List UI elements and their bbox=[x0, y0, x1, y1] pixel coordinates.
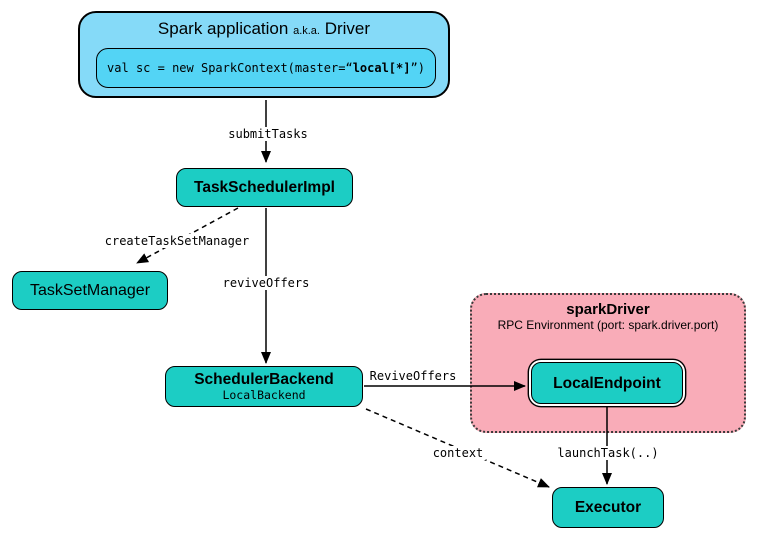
edge-label-launchtask: launchTask(..) bbox=[555, 446, 661, 460]
taskschedulerimpl-label: TaskSchedulerImpl bbox=[194, 179, 335, 196]
code-pre: val sc = new SparkContext(master=“ bbox=[107, 61, 353, 75]
sparkcontext-code-box: val sc = new SparkContext(master=“local[… bbox=[96, 48, 436, 88]
node-executor: Executor bbox=[552, 487, 664, 528]
spark-application-title-main: Spark application bbox=[157, 19, 289, 38]
edge-label-reviveoffers-rpc: ReviveOffers bbox=[369, 369, 457, 383]
code-bold-local: local[*] bbox=[352, 61, 411, 75]
schedulerbackend-sublabel: LocalBackend bbox=[222, 388, 306, 402]
tasksetmanager-label: TaskSetManager bbox=[29, 281, 151, 299]
edge-label-context: context bbox=[430, 446, 486, 460]
node-spark-application: Spark application a.k.a. Driver val sc =… bbox=[78, 11, 450, 98]
edge-label-createtasksetmanager: createTaskSetManager bbox=[102, 234, 252, 248]
node-schedulerbackend: SchedulerBackend LocalBackend bbox=[165, 366, 363, 407]
executor-label: Executor bbox=[574, 499, 642, 516]
node-taskschedulerimpl: TaskSchedulerImpl bbox=[176, 168, 353, 207]
node-localendpoint: LocalEndpoint bbox=[531, 362, 683, 404]
localendpoint-label: LocalEndpoint bbox=[553, 374, 661, 392]
rpc-env-subtitle: RPC Environment (port: spark.driver.port… bbox=[497, 318, 719, 332]
spark-application-title-suffix: Driver bbox=[324, 19, 371, 38]
spark-application-title-aka: a.k.a. bbox=[293, 25, 320, 37]
code-post: ”) bbox=[410, 61, 425, 75]
edge-label-reviveoffers: reviveOffers bbox=[220, 276, 312, 290]
schedulerbackend-label: SchedulerBackend bbox=[194, 371, 334, 388]
spark-application-title: Spark application a.k.a. Driver bbox=[80, 19, 448, 41]
edge-label-submittasks: submitTasks bbox=[226, 127, 310, 141]
rpc-env-title: sparkDriver bbox=[566, 301, 650, 318]
node-tasksetmanager: TaskSetManager bbox=[12, 271, 168, 310]
group-sparkdriver-rpc-environment: sparkDriver RPC Environment (port: spark… bbox=[470, 293, 746, 433]
